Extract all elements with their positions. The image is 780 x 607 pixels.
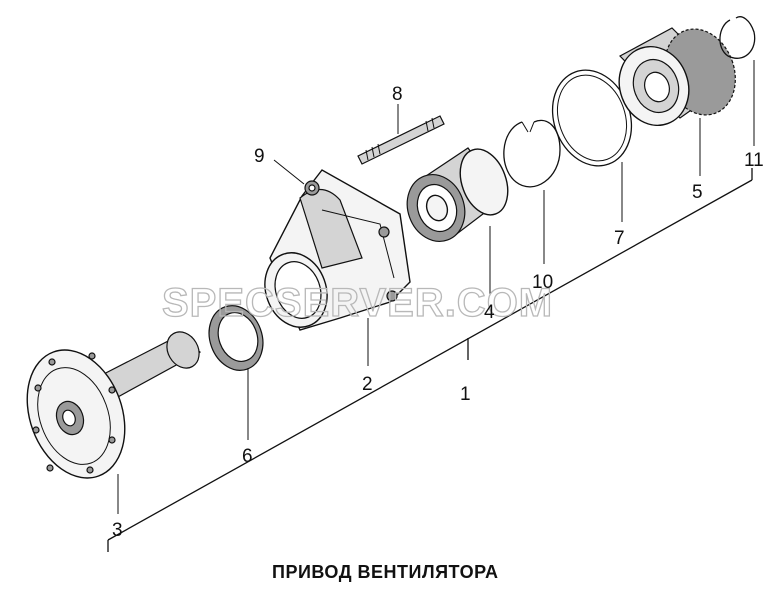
callout-5: 5 — [692, 182, 703, 203]
callout-10: 10 — [532, 272, 553, 293]
part-3-flange-shaft — [26, 331, 202, 479]
callout-4: 4 — [484, 302, 495, 323]
part-11-circlip — [719, 16, 756, 59]
watermark-text: SPECSERVER.COM — [162, 281, 553, 325]
callout-11: 11 — [744, 150, 764, 171]
part-8-stud — [357, 115, 445, 165]
callout-1: 1 — [460, 384, 471, 405]
assembly-bracket — [107, 168, 753, 552]
leader-lines — [117, 60, 755, 514]
callout-9: 9 — [254, 146, 265, 167]
part-5-gear — [618, 27, 736, 127]
callout-6: 6 — [242, 446, 253, 467]
callout-2: 2 — [362, 374, 373, 395]
part-6-seal — [208, 305, 264, 371]
part-10-snap-ring — [503, 119, 561, 188]
callout-8: 8 — [392, 84, 403, 105]
diagram-title: ПРИВОД ВЕНТИЛЯТОРА — [272, 562, 499, 582]
part-4-bearing — [406, 147, 509, 242]
callout-7: 7 — [614, 228, 625, 249]
callout-3: 3 — [112, 520, 123, 541]
part-2-housing — [264, 169, 411, 331]
